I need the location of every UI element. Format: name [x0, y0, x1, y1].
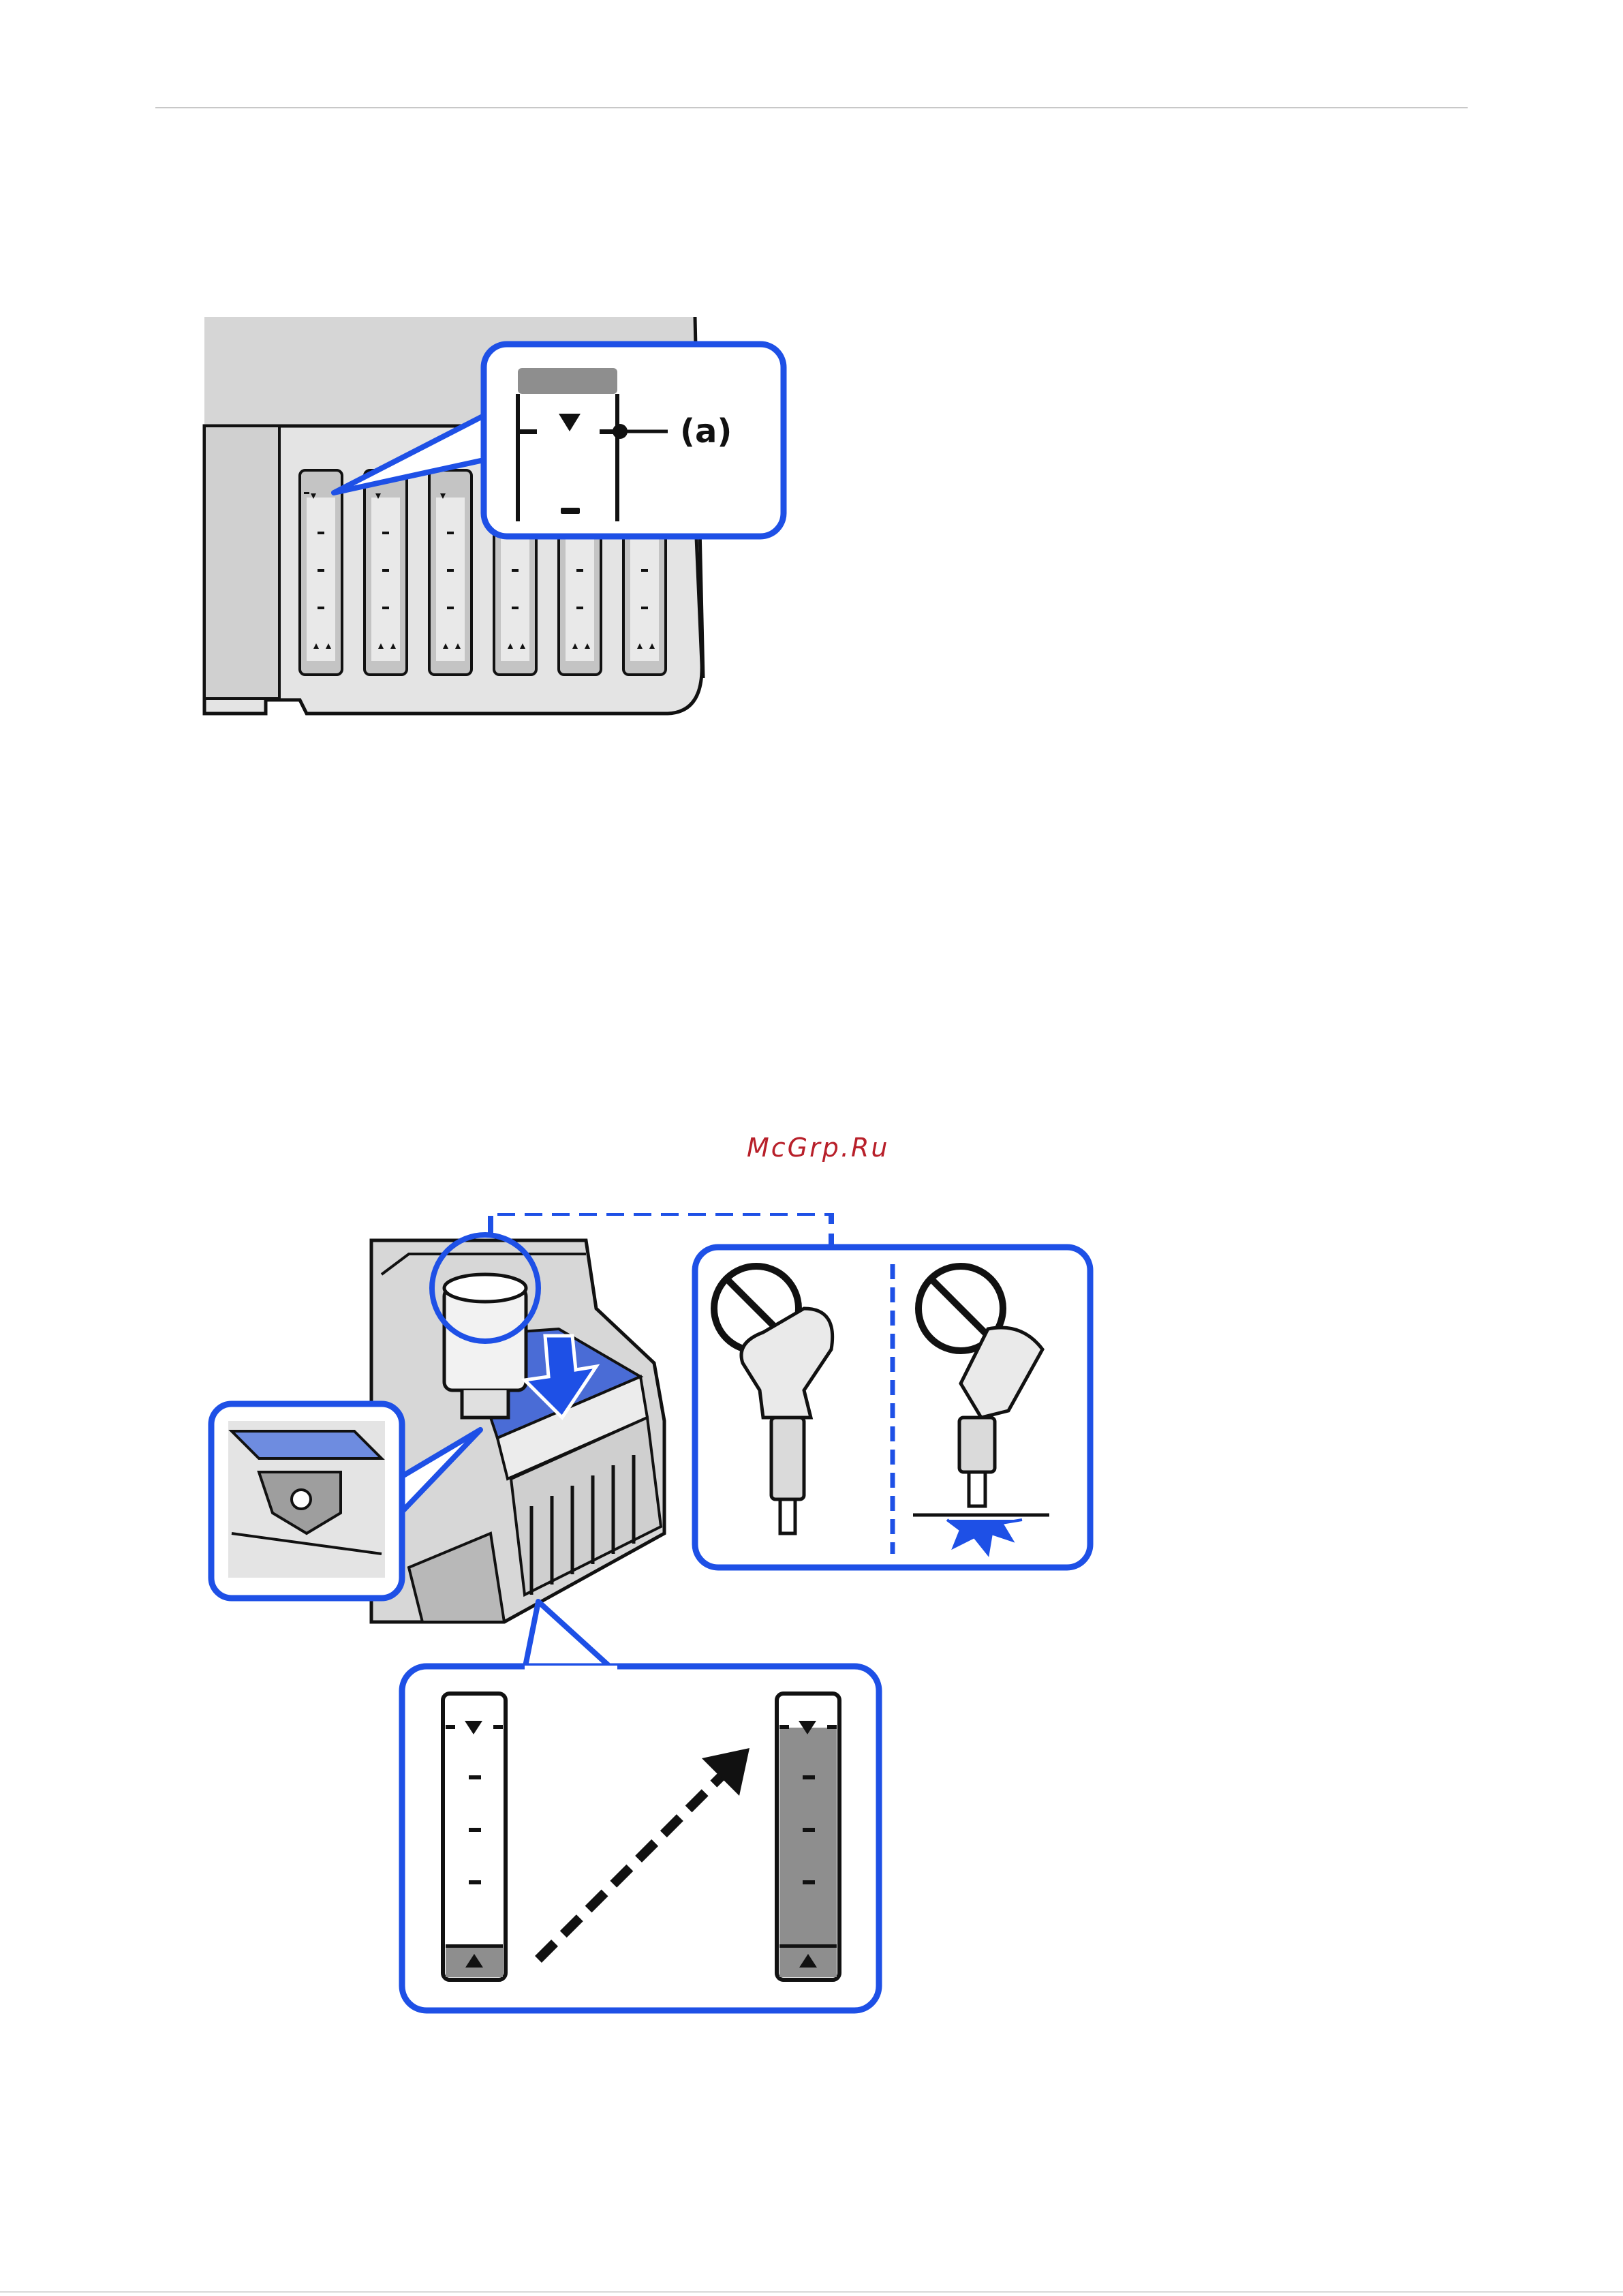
printer-illustration: [371, 1235, 664, 1622]
empty-tank-gauge: [443, 1694, 506, 1980]
printer-side-panel: [204, 426, 279, 699]
ink-tank-figure: (a): [198, 310, 797, 726]
prohibited-actions-panel: [695, 1247, 1090, 1567]
ink-tank: [429, 470, 472, 675]
footer-rule: [0, 2291, 1623, 2293]
callout-label: (a): [680, 412, 732, 450]
full-tank-gauge: [777, 1694, 839, 1980]
ink-tank: [365, 470, 407, 675]
header-rule: [155, 107, 1468, 108]
watermark: McGrp.Ru: [747, 1133, 889, 1163]
refill-figure: [204, 1213, 1104, 2031]
ink-tank: [300, 470, 342, 675]
ink-level-callout: [402, 1602, 879, 2010]
